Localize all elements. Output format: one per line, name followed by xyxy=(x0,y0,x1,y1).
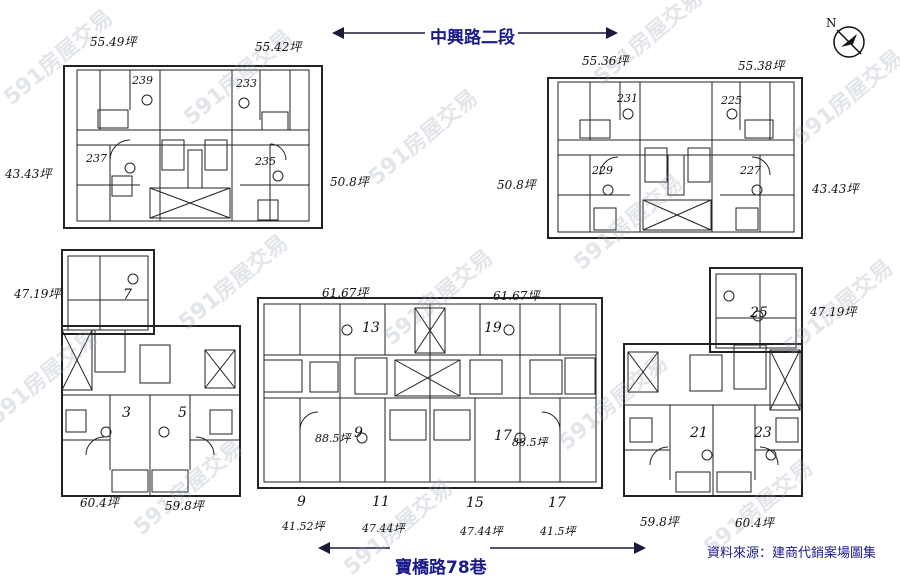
area-label: 43.43坪 xyxy=(5,167,52,181)
unit-number: 229 xyxy=(592,164,613,177)
building-bottom-left xyxy=(61,249,241,497)
area-label: 47.19坪 xyxy=(14,287,61,301)
unit-number: 13 xyxy=(362,320,380,336)
compass-north-label: N xyxy=(826,16,837,30)
building-top-right xyxy=(547,77,803,239)
area-label: 88.5坪 xyxy=(512,436,548,449)
area-label: 55.36坪 xyxy=(582,54,629,68)
south-street-label: 寶橋路78巷 xyxy=(395,558,487,578)
area-label: 47.19坪 xyxy=(810,305,857,319)
bottom-unit-area: 47.44坪 xyxy=(362,522,405,535)
unit-number: 21 xyxy=(690,425,708,441)
unit-number: 17 xyxy=(494,428,512,444)
unit-number: 227 xyxy=(740,164,761,177)
area-label: 59.8坪 xyxy=(165,499,204,513)
area-label: 88.5坪 xyxy=(315,432,351,445)
unit-number: 235 xyxy=(255,155,276,168)
north-street-label: 中興路二段 xyxy=(430,28,515,48)
unit-number: 7 xyxy=(123,287,132,303)
unit-number: 225 xyxy=(721,94,742,107)
bottom-unit-number: 17 xyxy=(548,495,566,511)
area-label: 43.43坪 xyxy=(812,182,859,196)
area-label: 61.67坪 xyxy=(493,289,540,303)
area-label: 60.4坪 xyxy=(80,496,119,510)
unit-number: 237 xyxy=(86,152,107,165)
area-label: 60.4坪 xyxy=(735,516,774,530)
building-top-left xyxy=(63,65,323,229)
unit-number: 19 xyxy=(484,320,502,336)
area-label: 50.8坪 xyxy=(497,178,536,192)
source-note: 資料來源：建商代銷案場圖集 xyxy=(707,546,877,561)
unit-number: 233 xyxy=(236,77,257,90)
compass-icon xyxy=(833,26,865,58)
area-label: 55.38坪 xyxy=(738,59,785,73)
bottom-unit-area: 47.44坪 xyxy=(460,525,503,538)
unit-number: 23 xyxy=(754,425,772,441)
unit-number: 239 xyxy=(132,74,153,87)
bottom-unit-number: 11 xyxy=(372,494,390,510)
unit-number: 9 xyxy=(354,425,363,441)
unit-number: 5 xyxy=(178,405,187,421)
area-label: 50.8坪 xyxy=(330,175,369,189)
area-label: 61.67坪 xyxy=(322,286,369,300)
bottom-unit-number: 9 xyxy=(297,494,306,510)
unit-number: 25 xyxy=(750,305,768,321)
unit-number: 231 xyxy=(617,92,638,105)
area-label: 55.42坪 xyxy=(255,40,302,54)
building-bottom-center xyxy=(257,297,603,489)
bottom-unit-area: 41.5坪 xyxy=(540,525,576,538)
bottom-unit-area: 41.52坪 xyxy=(282,520,325,533)
building-bottom-right xyxy=(623,267,803,497)
area-label: 55.49坪 xyxy=(90,35,137,49)
area-label: 59.8坪 xyxy=(640,515,679,529)
unit-number: 3 xyxy=(122,405,131,421)
bottom-unit-number: 15 xyxy=(466,495,484,511)
